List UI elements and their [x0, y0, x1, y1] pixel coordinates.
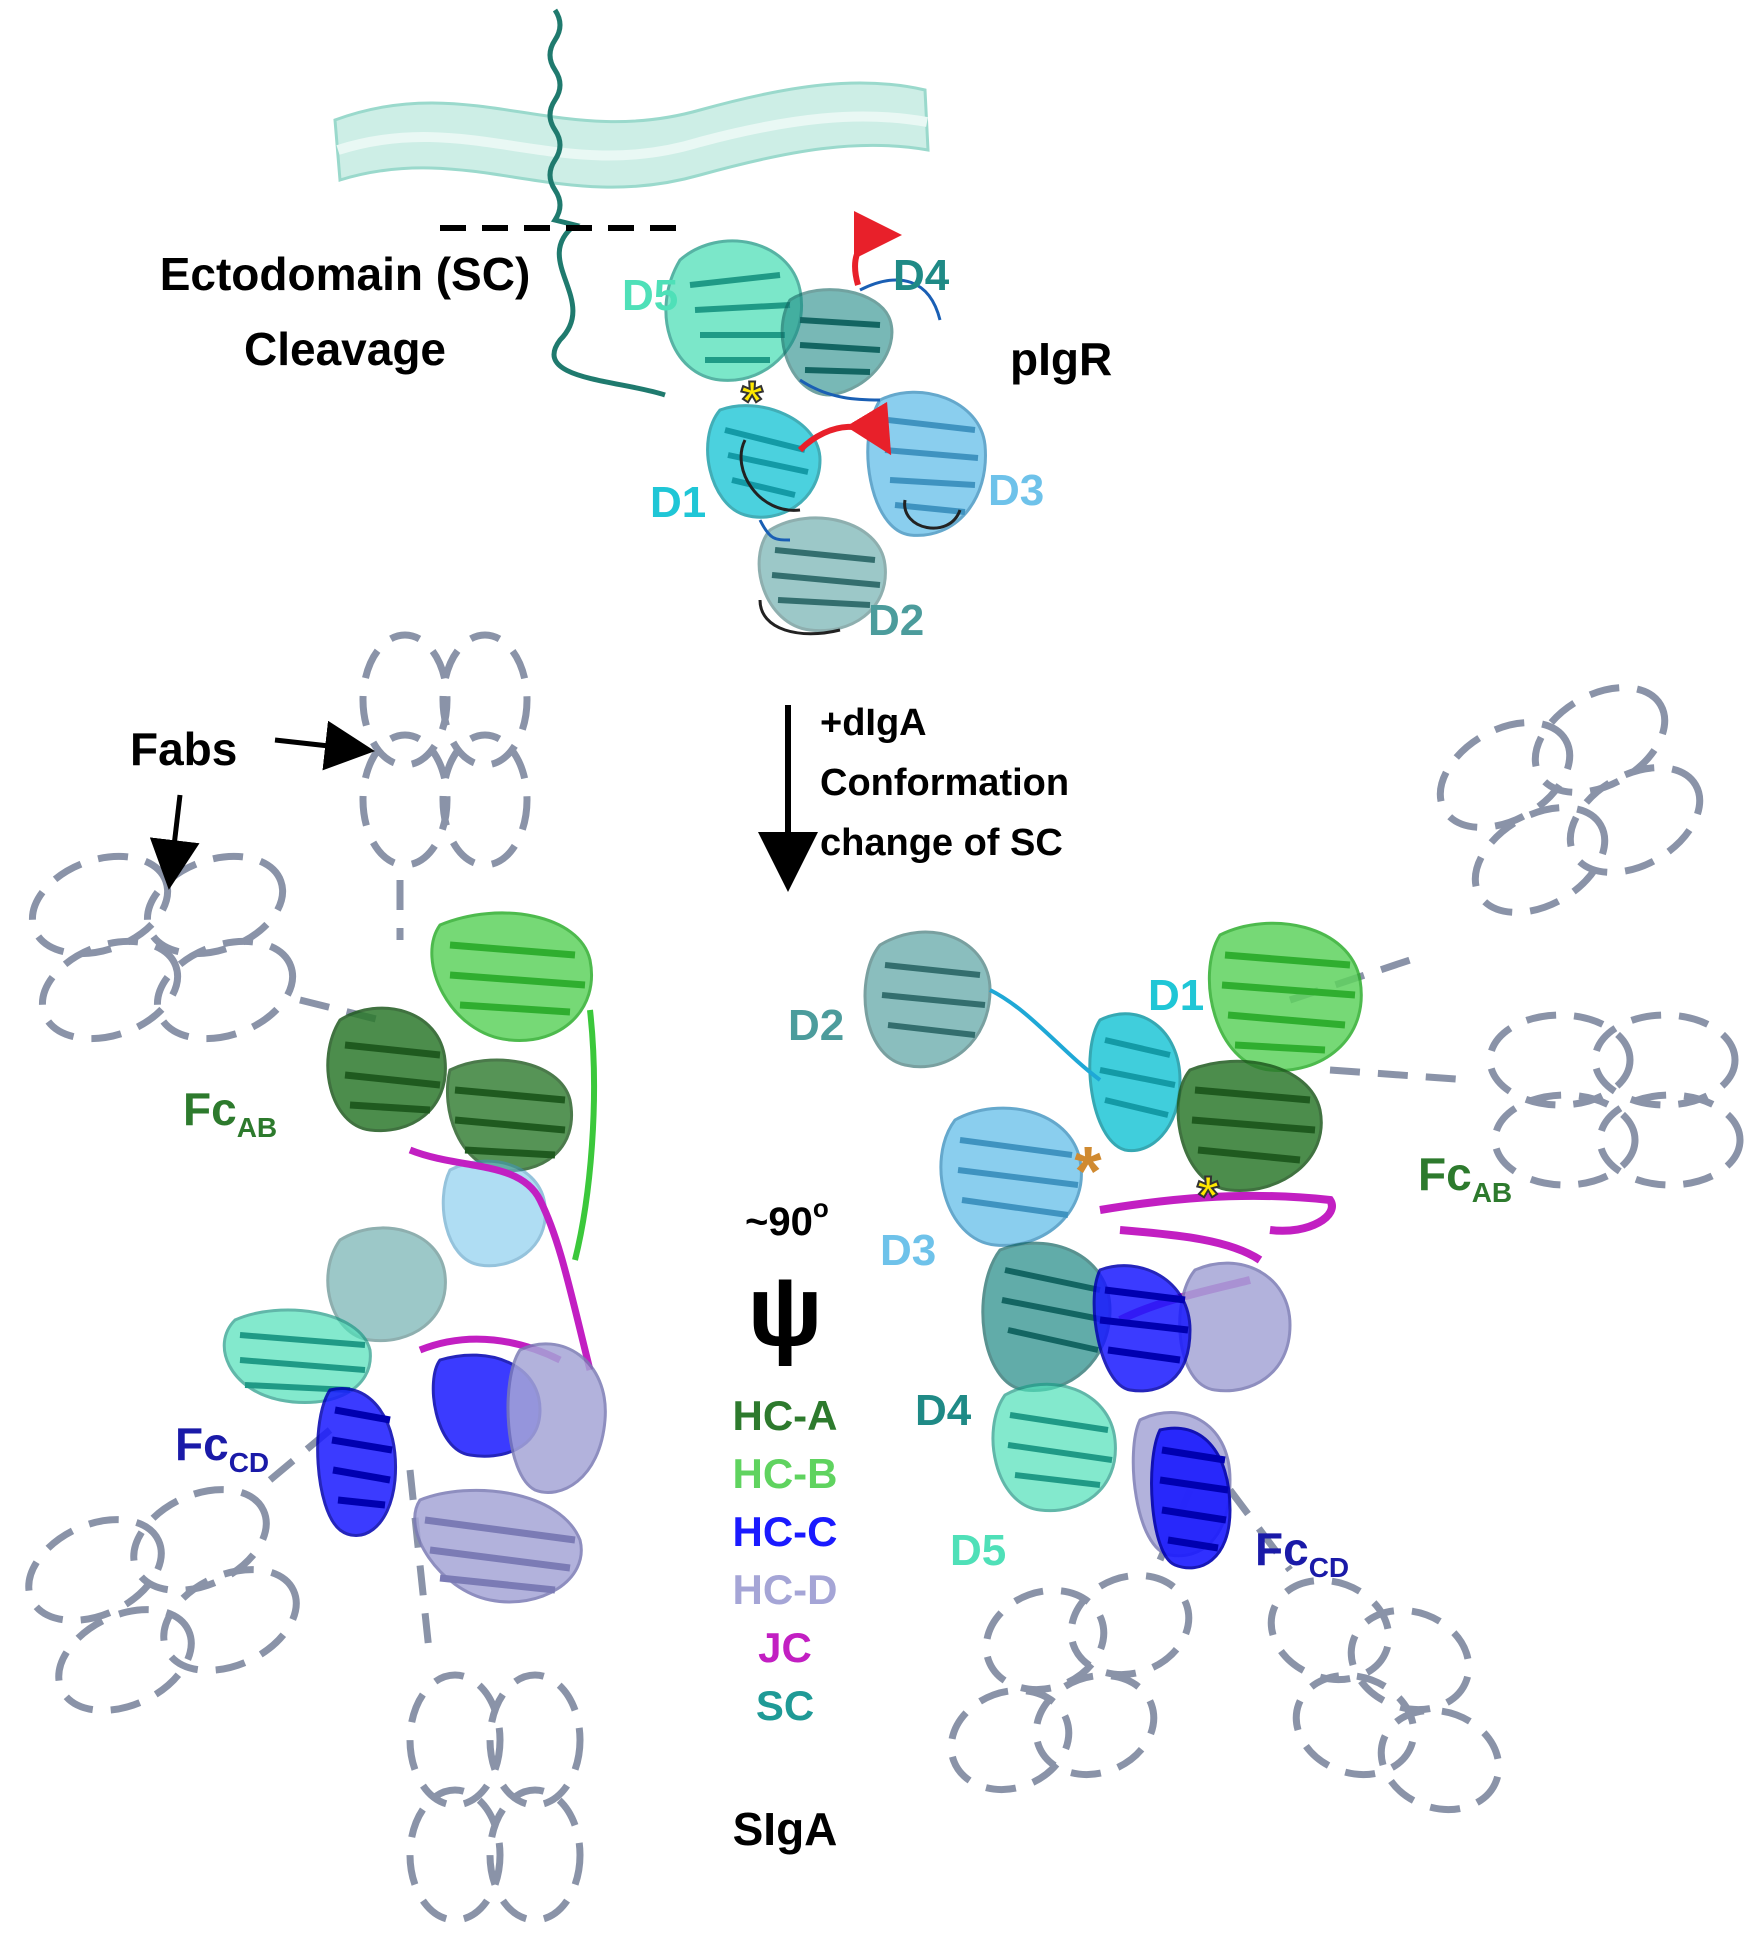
- left-fc-ab-label: FcAB: [183, 1083, 277, 1143]
- rotation-angle-label: ~90o: [745, 1193, 829, 1244]
- transition-line2: Conformation: [820, 762, 1069, 804]
- top-d1-label: D1: [650, 478, 706, 527]
- top-d5-label: D5: [622, 271, 678, 320]
- color-legend: HC-A HC-B HC-C HC-D JC SC: [733, 1392, 838, 1729]
- cleavage-label-line2: Cleavage: [244, 323, 446, 375]
- transmembrane-segment: [547, 8, 666, 398]
- pigr-d1-domain: [706, 404, 822, 519]
- right-sIgA-structure: * *: [863, 921, 1363, 1570]
- orange-star-marker: *: [1074, 1132, 1102, 1210]
- legend-hc-a: HC-A: [733, 1392, 838, 1439]
- legend-hc-c: HC-C: [733, 1508, 838, 1555]
- legend-jc: JC: [758, 1624, 812, 1671]
- transition-line3: change of SC: [820, 822, 1063, 864]
- top-d4-label: D4: [893, 251, 950, 300]
- pigr-d2-domain: [757, 516, 887, 636]
- pigr-d3-domain: [866, 390, 987, 537]
- yellow-star-marker: *: [1197, 1164, 1219, 1227]
- left-fc-cd-label: FcCD: [175, 1418, 269, 1478]
- rotation-axis-icon: ψ: [747, 1255, 822, 1367]
- transition-line1: +dIgA: [820, 702, 927, 744]
- right-d5-label: D5: [950, 1526, 1006, 1575]
- fabs-arrow-right: [274, 720, 375, 771]
- cleavage-label-line1: Ectodomain (SC): [160, 248, 531, 300]
- right-d1-label: D1: [1148, 971, 1204, 1020]
- pigr-structure: *: [664, 211, 987, 636]
- legend-hc-d: HC-D: [733, 1566, 838, 1613]
- pigr-d4-domain: [780, 278, 942, 397]
- legend-sc: SC: [756, 1682, 814, 1729]
- top-d3-label: D3: [988, 466, 1044, 515]
- pigr-d5-domain: [664, 239, 803, 382]
- fab-outlines: [25, 631, 1744, 1924]
- red-rotation-arrow: [852, 211, 902, 286]
- right-d3-label: D3: [880, 1226, 936, 1275]
- pigr-label: pIgR: [1010, 333, 1112, 385]
- red-rotation-arrow: [797, 401, 892, 456]
- right-d2-label: D2: [788, 1001, 844, 1050]
- left-sIgA-structure: [222, 911, 607, 1604]
- sIgA-label: SIgA: [733, 1803, 838, 1855]
- right-fc-cd-label: FcCD: [1255, 1523, 1349, 1583]
- right-d4-label: D4: [915, 1386, 972, 1435]
- fabs-arrow-down: [149, 794, 200, 890]
- legend-hc-b: HC-B: [733, 1450, 838, 1497]
- cell-membrane: [333, 81, 930, 189]
- fabs-label: Fabs: [130, 723, 237, 775]
- yellow-star-marker: *: [741, 369, 763, 432]
- top-d2-label: D2: [868, 596, 924, 645]
- right-fc-ab-label: FcAB: [1418, 1148, 1512, 1208]
